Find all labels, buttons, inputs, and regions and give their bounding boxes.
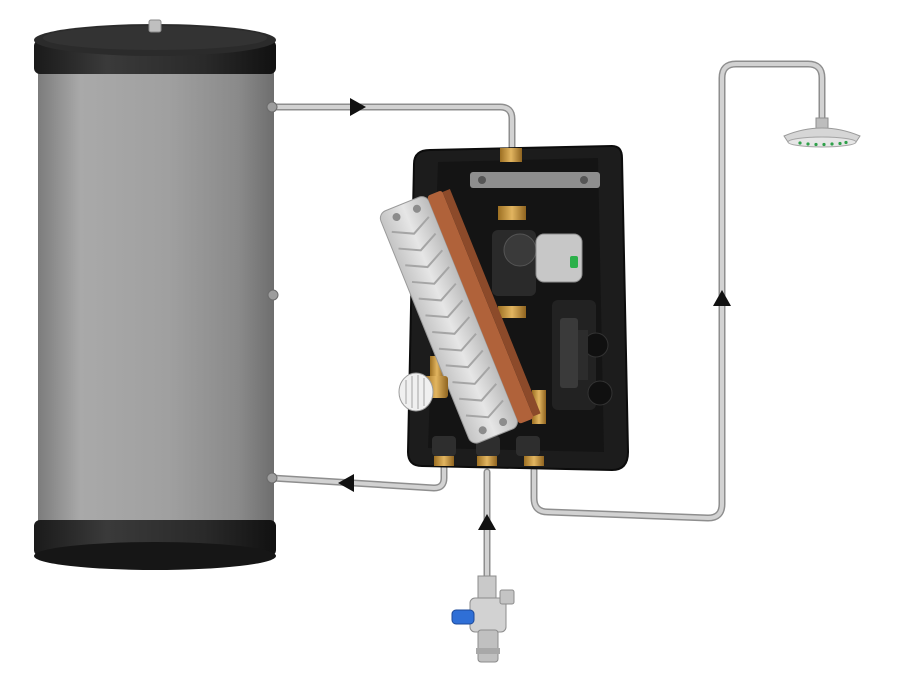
- exchanger-copper-side: [427, 191, 534, 424]
- hot-supply-pipe: [268, 103, 516, 154]
- pump-motor-head: [535, 233, 583, 283]
- tank-top-port: [148, 19, 162, 33]
- valve-handle: [451, 609, 475, 625]
- plate-heat-exchanger: [379, 188, 541, 444]
- thermostatic-valve: [398, 372, 448, 412]
- pump-display: [570, 256, 578, 268]
- cold-water-valve: [451, 575, 515, 663]
- cold-inlet-arrow: [478, 514, 496, 530]
- tank-middle-port: [267, 289, 279, 301]
- flow-arrows: [338, 98, 731, 530]
- hot-outlet-arrow: [713, 290, 731, 306]
- circulation-pump: [492, 230, 583, 296]
- hot-supply-arrow: [350, 98, 366, 116]
- return-arrow: [338, 474, 354, 492]
- shower-head: [783, 117, 861, 148]
- mounting-bracket: [470, 172, 600, 188]
- tank-lower-port: [266, 472, 278, 484]
- tank-upper-port: [266, 101, 278, 113]
- storage-tank: [34, 19, 279, 570]
- fresh-water-station: [406, 144, 630, 472]
